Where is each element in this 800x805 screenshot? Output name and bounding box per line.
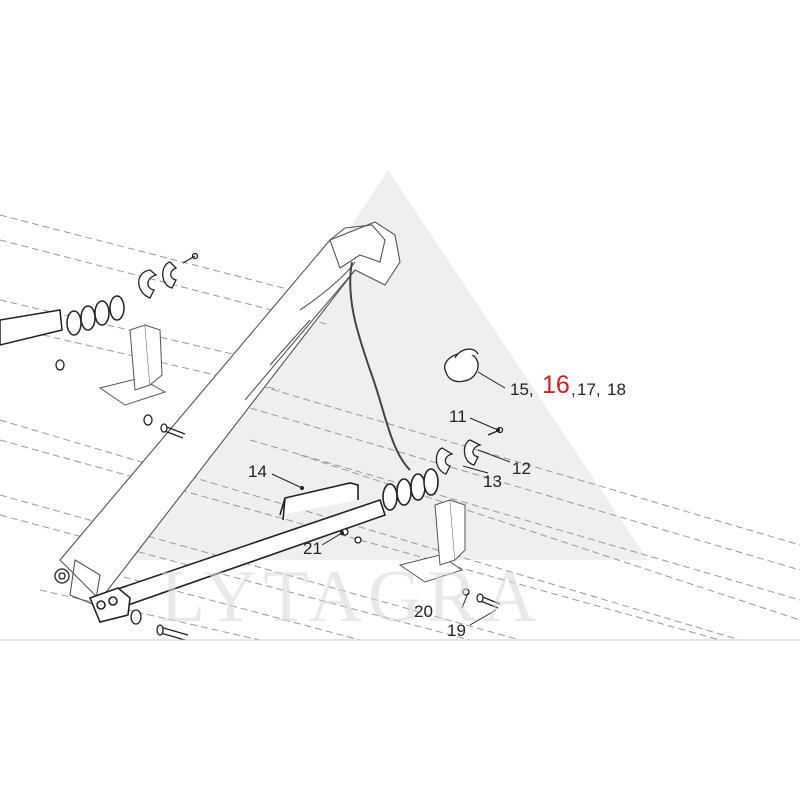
hydraulic-hose xyxy=(349,261,411,471)
callout-20: 20 xyxy=(414,602,433,621)
callout-12: 12 xyxy=(512,459,531,478)
watermark-text: LYTAGRA xyxy=(160,556,543,638)
callout-17: 17, xyxy=(577,380,601,399)
hardware xyxy=(54,252,504,641)
callout-18: 18 xyxy=(607,380,626,399)
callout-15: 15, xyxy=(510,380,534,399)
callout-21: 21 xyxy=(303,539,322,558)
callout-11: 11 xyxy=(449,407,467,426)
leader-lines xyxy=(271,371,511,626)
callout-16-highlighted: 16 xyxy=(542,371,570,399)
callout-14: 14 xyxy=(248,462,267,481)
leader-dots xyxy=(300,428,500,535)
mounting-brackets xyxy=(98,324,466,583)
callout-13: 13 xyxy=(483,472,502,491)
callout-16-separator: , xyxy=(571,380,576,399)
callout-19: 19 xyxy=(447,621,466,640)
draw-rod-assembly xyxy=(88,468,439,623)
left-spring-assembly xyxy=(0,295,125,346)
